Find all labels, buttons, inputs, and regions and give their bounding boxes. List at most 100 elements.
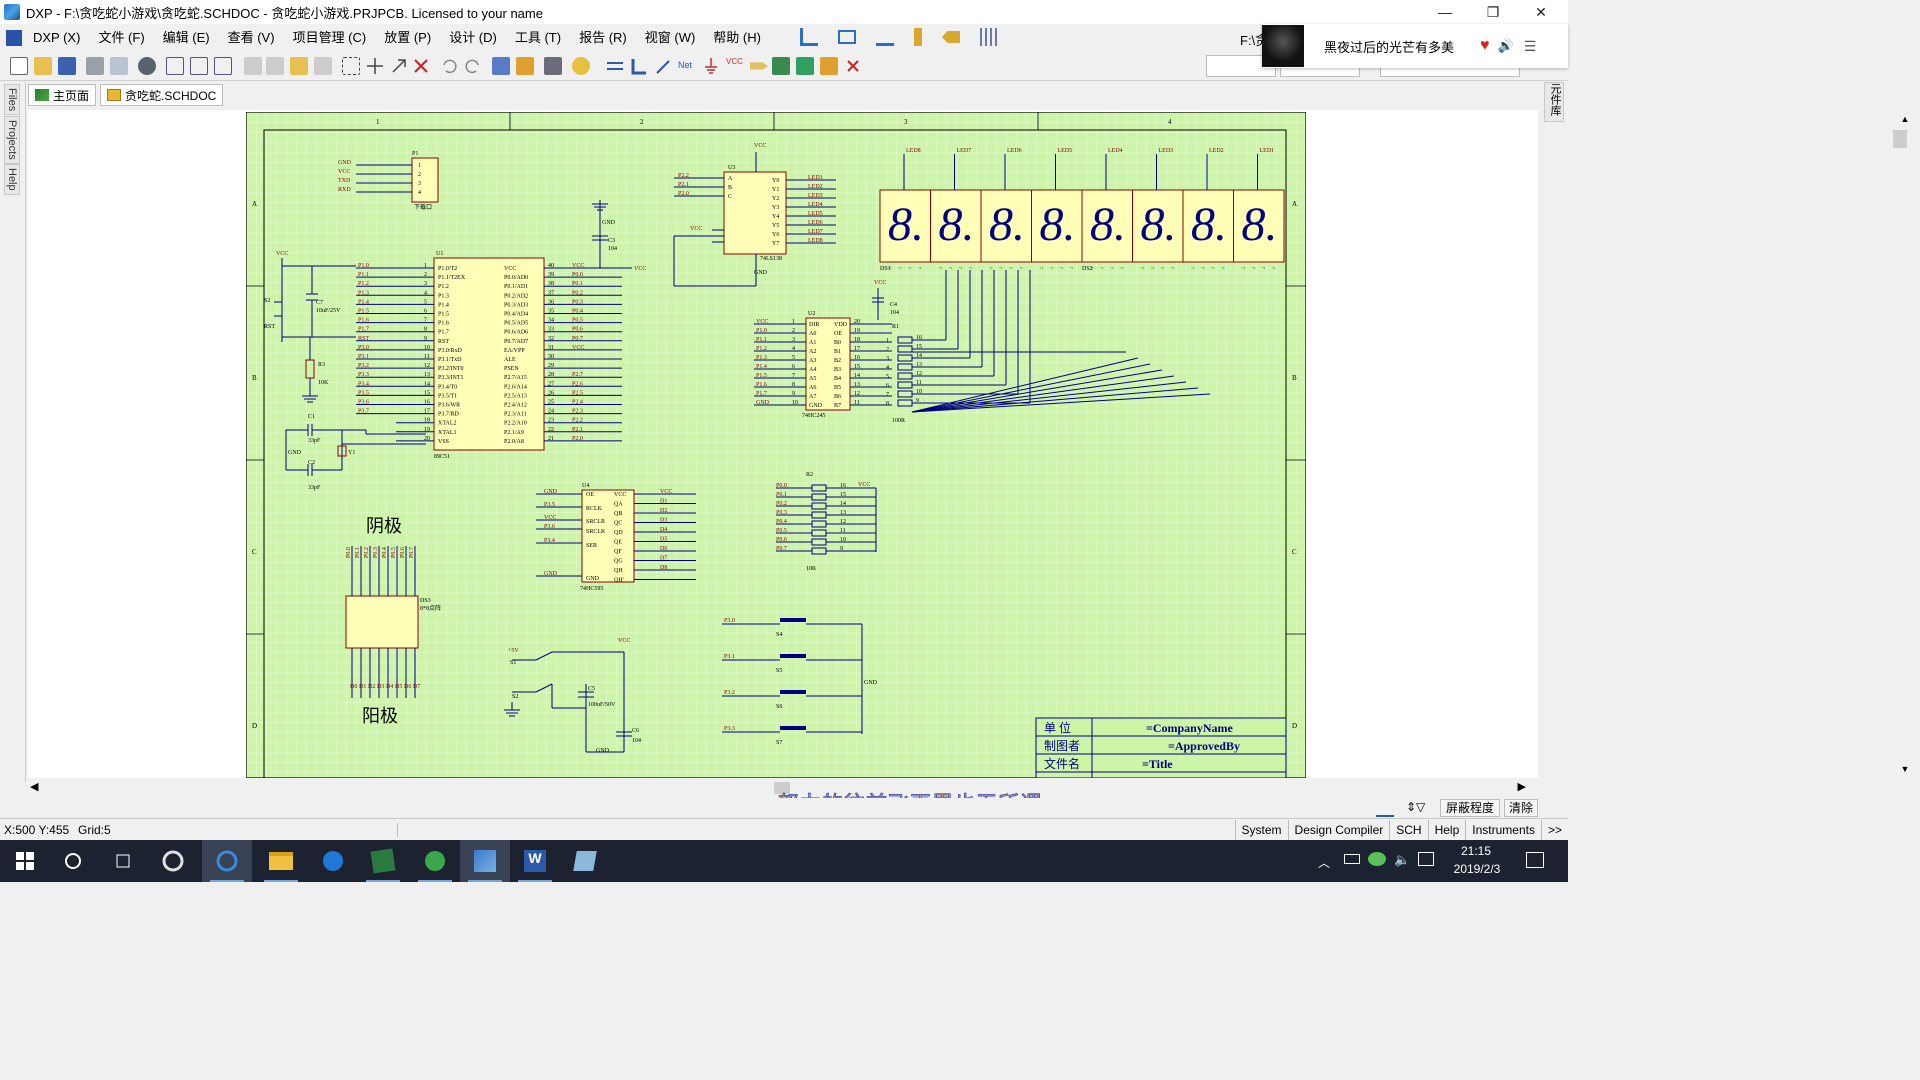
file-explorer-icon[interactable] <box>256 840 306 882</box>
browser-360-icon[interactable] <box>410 840 460 882</box>
scroll-up-icon[interactable]: ▲ <box>1900 114 1910 124</box>
design-compiler-panel-button[interactable]: Design Compiler <box>1287 819 1390 840</box>
menu-design[interactable]: 设计 (D) <box>449 30 497 45</box>
menu-edit[interactable]: 编辑 (E) <box>162 30 210 45</box>
paste-icon[interactable] <box>290 57 308 75</box>
device-sheet-icon[interactable] <box>138 57 156 75</box>
ie-browser-icon[interactable] <box>202 840 252 882</box>
instruments-panel-button[interactable]: Instruments <box>1465 819 1541 840</box>
menu-reports[interactable]: 报告 (R) <box>579 30 627 45</box>
select-area-icon[interactable] <box>342 57 360 75</box>
ground-tool-icon[interactable] <box>876 28 894 46</box>
new-file-icon[interactable] <box>10 57 28 75</box>
schematic-doc-tab[interactable]: 贪吃蛇.SCHDOC <box>100 84 224 106</box>
menu-place[interactable]: 放置 (P) <box>384 30 432 45</box>
zoom-selected-icon[interactable] <box>214 57 232 75</box>
place-bus-icon[interactable] <box>630 57 648 75</box>
projects-tab[interactable]: Projects <box>4 116 20 164</box>
gnd-port-icon[interactable] <box>702 57 720 75</box>
no-erc-icon[interactable] <box>844 57 862 75</box>
clear-filter-icon[interactable] <box>412 57 430 75</box>
hierarchy-icon[interactable] <box>492 57 510 75</box>
port-tool-icon[interactable] <box>914 28 922 46</box>
menu-help[interactable]: 帮助 (H) <box>713 30 761 45</box>
place-net-label-icon[interactable]: Net <box>678 60 693 70</box>
move-icon[interactable] <box>366 57 384 75</box>
word-app-icon[interactable]: W <box>510 840 560 882</box>
reset-circuit[interactable] <box>274 258 356 403</box>
pinwheel-app-icon[interactable] <box>148 840 198 882</box>
menu-dxp[interactable]: DXP (X) <box>33 30 81 45</box>
pen-icon[interactable] <box>1376 799 1394 817</box>
libraries-tab[interactable]: 元件库 <box>1544 82 1564 122</box>
zoom-fit-icon[interactable] <box>166 57 184 75</box>
menu-project[interactable]: 项目管理 (C) <box>292 30 367 45</box>
playlist-icon[interactable]: ☰ <box>1523 37 1537 54</box>
browse-library-icon[interactable] <box>544 57 562 75</box>
help-advisor-icon[interactable] <box>572 57 590 75</box>
grid-tool-icon[interactable] <box>980 28 998 46</box>
place-wire-icon[interactable] <box>606 57 624 75</box>
tray-expand-icon[interactable]: ︿ <box>1318 856 1331 870</box>
print-icon[interactable] <box>86 57 104 75</box>
home-page-tab[interactable]: 主页面 <box>28 84 97 106</box>
clear-button[interactable]: 清除 <box>1504 799 1538 817</box>
vertical-scrollbar[interactable]: ▲ ▼ <box>1890 110 1920 778</box>
place-sheet-symbol-icon[interactable] <box>796 57 814 75</box>
clock-date[interactable]: 2019/2/3 <box>1453 862 1501 876</box>
undo-icon[interactable] <box>440 57 458 75</box>
save-icon[interactable] <box>58 57 76 75</box>
system-panel-button[interactable]: System <box>1234 819 1288 840</box>
close-button[interactable]: ✕ <box>1535 3 1547 20</box>
vertical-scroll-thumb[interactable] <box>1893 130 1907 148</box>
excel-app-icon[interactable] <box>358 840 408 882</box>
task-view-icon[interactable] <box>98 840 148 882</box>
add-sheet-entry-icon[interactable] <box>820 57 838 75</box>
print-preview-icon[interactable] <box>110 57 128 75</box>
mcu-u1[interactable]: U1 89C51 P1.0/T21P1.0P1.1/T2EX2P1.1P1.23… <box>356 251 622 460</box>
notifications-icon[interactable] <box>1526 852 1544 868</box>
seven-segment-display[interactable]: 8.LED8¬¬¬¬8.LED7¬¬¬¬8.LED6¬¬¬¬8.LED5¬¬¬¬… <box>872 148 1285 320</box>
cross-probe-icon[interactable] <box>516 57 534 75</box>
deselect-icon[interactable] <box>390 57 408 75</box>
mcu-decoupling[interactable] <box>592 200 632 269</box>
vcc-port-icon[interactable]: VCC <box>726 57 743 66</box>
menu-view[interactable]: 查看 (V) <box>227 30 275 45</box>
wechat-icon[interactable] <box>1368 852 1386 866</box>
bus-tool-icon[interactable] <box>838 30 856 44</box>
battery-icon[interactable] <box>1344 854 1360 864</box>
clock-time[interactable]: 21:15 <box>1460 844 1492 858</box>
rubber-stamp-icon[interactable] <box>314 57 332 75</box>
help-panel-button[interactable]: Help <box>1427 819 1466 840</box>
scroll-right-icon[interactable]: ▶ <box>1517 781 1526 793</box>
crystal-circuit[interactable] <box>285 424 426 476</box>
horizontal-scroll-thumb[interactable] <box>774 782 790 794</box>
volume-icon[interactable]: 🔊 <box>1497 38 1514 53</box>
place-bus-entry-icon[interactable] <box>654 57 672 75</box>
horizontal-scrollbar[interactable]: ◀ ▶ <box>28 778 1538 798</box>
heart-icon[interactable]: ♥ <box>1480 37 1490 54</box>
power-circuit[interactable] <box>504 651 632 753</box>
search-icon[interactable] <box>48 840 98 882</box>
copy-icon[interactable] <box>266 57 284 75</box>
music-popup[interactable]: 黑夜过后的光芒有多美 ♥ 🔊 ☰ <box>1262 24 1568 68</box>
virtualbox-icon[interactable] <box>560 840 610 882</box>
network-icon[interactable] <box>1418 852 1434 866</box>
restore-button[interactable]: ❐ <box>1486 3 1500 20</box>
scroll-down-icon[interactable]: ▼ <box>1900 764 1910 774</box>
open-folder-icon[interactable] <box>34 57 52 75</box>
place-part-icon[interactable] <box>772 57 790 75</box>
sheet-entry-icon[interactable] <box>942 31 960 43</box>
altium-dxp-icon[interactable] <box>460 840 510 882</box>
scroll-left-icon[interactable]: ◀ <box>30 781 39 793</box>
shift-register-u4[interactable]: U4 74HC595 GNDP3.5VCCP3.6P3.4GNDOERCLKSR… <box>536 483 696 592</box>
start-button[interactable] <box>0 840 50 882</box>
